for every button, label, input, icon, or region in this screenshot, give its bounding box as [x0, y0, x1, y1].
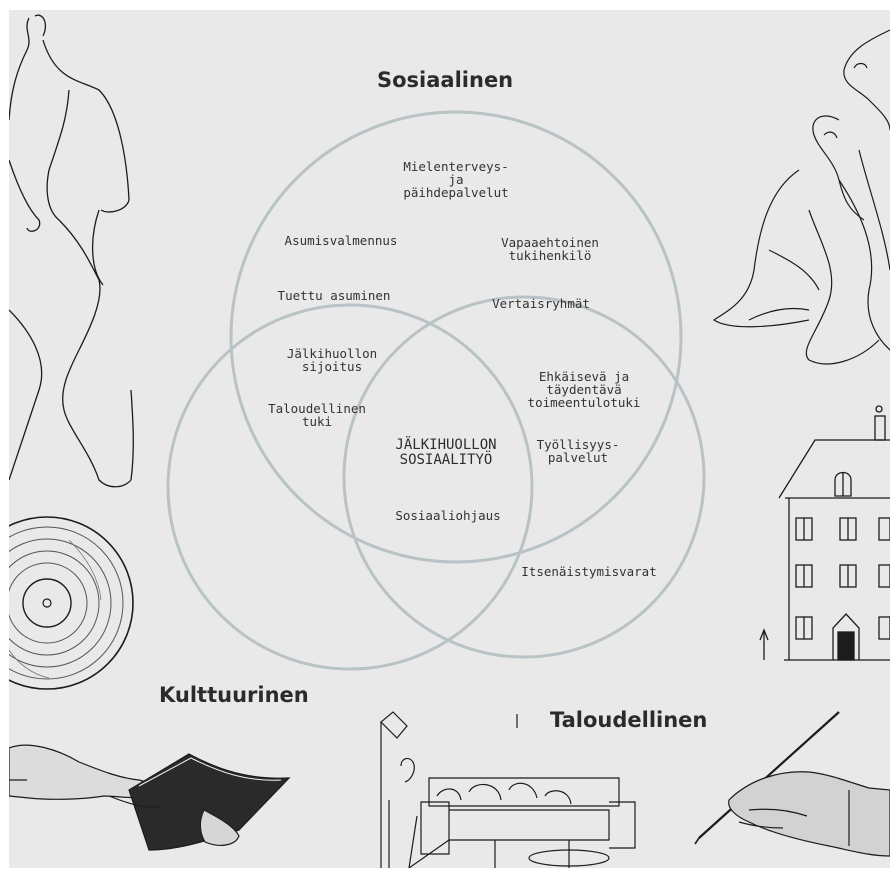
hand-with-pen [694, 711, 890, 857]
label-volunteer-support-person: Vapaaehtoinen tukihenkilö [501, 235, 599, 263]
label-preventive-income-support: Ehkäisevä ja täydentävä toimeentulotuki [527, 369, 641, 410]
heading-financial: Taloudellinen [550, 708, 708, 732]
venn-svg [9, 14, 890, 868]
label-employment-services: Työllisyys- palvelut [536, 437, 620, 465]
label-supported-housing: Tuettu asuminen [277, 288, 391, 303]
two-faces-line-drawing [712, 29, 890, 365]
label-housing-coaching: Asumisvalmennus [284, 233, 398, 248]
label-aftercare-placement: Jälkihuollon sijoitus [286, 346, 378, 374]
heading-cultural: Kulttuurinen [159, 683, 309, 707]
woman-line-drawing [9, 14, 134, 488]
label-aftercare-social-work: JÄLKIHUOLLON SOSIAALITYÖ [395, 437, 497, 468]
social-circle [229, 110, 683, 564]
label-financial-support: Taloudellinen tuki [268, 401, 366, 429]
label-mental-health-services: Mielenterveys- ja päihdepalvelut [403, 159, 509, 200]
label-peer-groups: Vertaisryhmät [492, 296, 590, 311]
label-independence-funds: Itsenäistymisvarat [521, 564, 657, 579]
financial-circle [342, 295, 706, 659]
living-room-sofa [380, 711, 636, 868]
vinyl-record [9, 516, 134, 690]
diagram-canvas: Sosiaalinen Kulttuurinen Taloudellinen M… [9, 10, 890, 868]
hands-with-book [9, 744, 291, 851]
cultural-circle [166, 303, 534, 671]
house-drawing [759, 405, 890, 661]
heading-social: Sosiaalinen [377, 68, 514, 92]
label-social-guidance: Sosiaaliohjaus [395, 508, 501, 523]
